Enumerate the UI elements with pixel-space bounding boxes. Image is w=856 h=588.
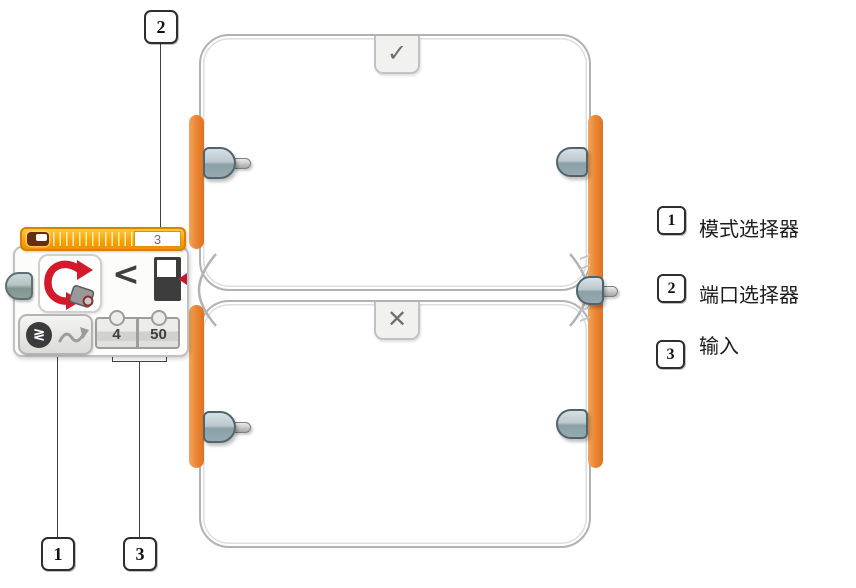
ruler-ticks — [53, 232, 137, 246]
legend-num-2: 2 — [657, 274, 686, 303]
brick-port-icon — [27, 232, 49, 246]
legend-label-port: 端口选择器 — [699, 285, 799, 307]
left-rail-lower — [189, 305, 204, 468]
callout-line-port — [160, 43, 161, 230]
true-branch-end-socket[interactable] — [556, 147, 588, 177]
red-rotation-arrow — [44, 260, 95, 310]
callout-box-port: 2 — [144, 10, 178, 44]
callout-line-inputs — [139, 361, 140, 538]
left-rail-upper — [189, 115, 204, 249]
false-branch-start-plug[interactable] — [203, 411, 236, 443]
tab-notch — [108, 310, 125, 326]
measure-mode-icon — [58, 327, 89, 343]
switch-exit-plug[interactable] — [576, 276, 604, 305]
motor-icon — [69, 285, 95, 308]
left-branch-junction — [197, 253, 217, 327]
callout-line-mode — [57, 357, 58, 538]
true-case-tab[interactable]: ✓ — [374, 36, 420, 74]
callout-box-mode: 1 — [41, 537, 75, 571]
tab-notch — [150, 310, 167, 326]
switch-false-branch[interactable] — [199, 300, 591, 548]
switch-true-branch[interactable] — [199, 34, 591, 291]
compare-operator-icon: < — [112, 254, 140, 293]
rotation-sensor-icon[interactable] — [38, 254, 102, 313]
mode-selector[interactable]: ≷ — [18, 314, 93, 355]
check-icon: ✓ — [386, 39, 408, 67]
threshold-arrow-icon — [178, 273, 187, 285]
legend-label-input: 输入 — [699, 336, 739, 358]
legend-num-1: 1 — [657, 206, 686, 235]
legend-label-mode: 模式选择器 — [699, 219, 799, 241]
input-threshold-a[interactable]: 4 — [95, 310, 138, 349]
sensor-sequence-plug[interactable] — [5, 272, 33, 300]
false-branch-end-socket[interactable] — [556, 409, 588, 439]
input-threshold-b[interactable]: 50 — [137, 310, 180, 349]
cross-icon: ✕ — [386, 305, 408, 333]
compare-mode-icon: ≷ — [26, 322, 52, 348]
port-selector[interactable]: 3 — [134, 231, 181, 247]
true-branch-start-plug[interactable] — [203, 147, 236, 179]
threshold-level — [157, 260, 176, 277]
sensor-block-header: 3 — [20, 227, 186, 251]
threshold-icon — [154, 257, 187, 301]
callout-box-inputs: 3 — [123, 537, 157, 571]
legend-num-3: 3 — [656, 340, 685, 369]
false-case-tab[interactable]: ✕ — [374, 302, 420, 340]
